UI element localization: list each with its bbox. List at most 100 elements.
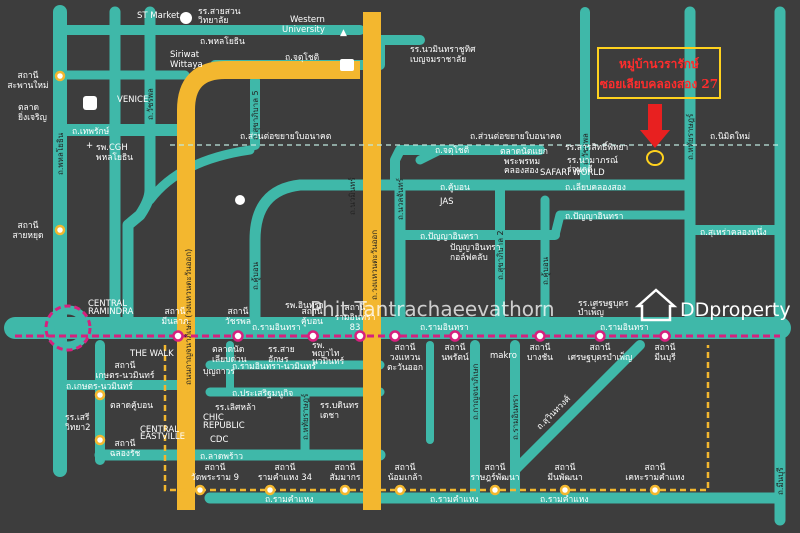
station-label-kaset-nawamin: สถานีเกษตร-นวมินทร์ xyxy=(96,360,155,381)
road-label-sukhaphiban5: ถ.สุขาภิบาล 5 xyxy=(251,90,260,140)
station-dot-ku-bon[interactable] xyxy=(307,330,319,342)
station-dot-wongwaen[interactable] xyxy=(389,330,401,342)
place-rr-saisuan: รร.สายสวนวิทยาลัย xyxy=(198,7,241,26)
station-dot-min-lap[interactable] xyxy=(172,330,184,342)
station-dot-bang-chan[interactable] xyxy=(534,330,546,342)
place-makro: makro xyxy=(490,351,517,361)
station-dot-sai-yud[interactable] xyxy=(54,224,66,236)
watermark: Phit Tantrachaeevathorn xyxy=(310,297,555,321)
road-label-chatuchot-r: ถ.จตุโชติ xyxy=(435,145,469,156)
road-label-kaset-nawamin: ถ.เกษตร-นวมินทร์ xyxy=(66,381,133,392)
road-label-tepharak: ถ.เทพรักษ์ xyxy=(72,126,110,137)
station-dot-sammakorn[interactable] xyxy=(339,484,351,496)
callout-box xyxy=(597,47,721,99)
callout-line1: หมู่บ้านวรารักษ์ xyxy=(619,57,699,72)
road-label-khubon2: ถ.คู้บอน xyxy=(541,256,551,285)
station-dot-rat-phatthana[interactable] xyxy=(489,484,501,496)
station-label-rat-phatthana: สถานีราษฎร์พัฒนา xyxy=(470,462,519,483)
yellow-line-track xyxy=(163,345,710,492)
train-station-icon xyxy=(340,59,354,71)
place-phyathai: รพ.พญาไทนวมินทร์ xyxy=(312,341,345,367)
place-market-ying: ตลาดยิ่งเจริญ xyxy=(18,103,47,123)
road-label-nuan-chan: ถ.นวลจันทร์ xyxy=(395,177,405,220)
station-label-nopparat: สถานีนพรัตน์ xyxy=(441,342,468,363)
station-label-min-buri: สถานีมีนบุรี xyxy=(654,342,676,363)
shop-icon xyxy=(180,12,192,24)
place-panya-golf: ปัญญาอินทรากอล์ฟคลับ xyxy=(450,243,501,263)
brand-logo: DDproperty xyxy=(634,288,791,322)
place-talad-kuay: ตลาดคู้บอน xyxy=(110,400,153,411)
station-label-noi-nek: สถานีน้อมเกล้า xyxy=(388,462,423,483)
station-dot-ramindra83[interactable] xyxy=(354,330,366,342)
station-dot-kaset-nawamin[interactable] xyxy=(94,389,106,401)
expressway-kanchana-left xyxy=(177,61,360,510)
project-callout[interactable]: หมู่บ้านวรารักษ์ ซอยเลียบคลองสอง 27 xyxy=(597,47,721,166)
road-liap-klong-song xyxy=(390,145,545,190)
road-label-extension-2: ถ.ส่วนต่อขยายใบอนาคต xyxy=(470,131,561,142)
pink-line-loop xyxy=(44,304,92,352)
station-label-wongwaen: สถานีวงแหวนตะวันออก xyxy=(387,342,423,373)
place-thanapark: ตลาดนัดแยก xyxy=(500,147,548,157)
road-label-suhard: ถ.สุเหร่าคลองหนึ่ง xyxy=(700,226,767,238)
road-label-chatuchot: ถ.จตุโชติ xyxy=(285,52,319,63)
station-dot-wat-phra-ram9[interactable] xyxy=(194,484,206,496)
road-label-hathairat: ถ.หทัยราษฎร์ xyxy=(685,113,695,160)
location-marker[interactable] xyxy=(646,150,664,166)
station-dot-min-phatthana[interactable] xyxy=(559,484,571,496)
station-dot-noi-nek[interactable] xyxy=(394,484,406,496)
road-label-v-305: ถ.หทัยราษฎร์ xyxy=(300,393,310,440)
station-dot-watcharaphon[interactable] xyxy=(232,330,244,342)
place-rr-lerkhlak: รร.เลิศหล้า xyxy=(215,402,256,413)
road-label-kanchanaphisek: ถนนกาญจนาภิเษก (วงแหวนตะวันออก) xyxy=(184,249,193,385)
school-icon: ▲ xyxy=(340,28,347,38)
station-dot-min-buri[interactable] xyxy=(659,330,671,342)
road-label-liap: ถ.เลียบคลองสอง xyxy=(565,182,626,193)
place-bumrung: บุญถาวร xyxy=(203,367,235,377)
station-dot-chalong-rat[interactable] xyxy=(94,434,106,446)
station-label-sai-yud: สถานีสายหยุด xyxy=(12,220,43,241)
place-inthra-hosp: รพ.อินทรา xyxy=(285,301,324,311)
place-venice: VENICE xyxy=(117,95,148,105)
station-dot-ramkhamhaeng34[interactable] xyxy=(264,484,276,496)
place-nawamin-school: รร.นามาภรณ์ร่วมฤดี xyxy=(567,155,618,175)
road-label-ramindra-b: ถ.รามอินทรา xyxy=(420,323,469,333)
road-label-ramindra-c: ถ.รามอินทรา xyxy=(600,323,649,333)
road-label-ramkhamhaeng-c: ถ.รามคำแหง xyxy=(540,495,588,505)
station-label-ku-bon: สถานีคู้บอน xyxy=(301,306,323,327)
station-label-wat-phra-ram9: สถานีวัดพระราม 9 xyxy=(191,462,239,483)
road-label-v-515: ถ.รามอินทรา xyxy=(511,394,520,440)
station-label-bang-chan: สถานีบางชัน xyxy=(527,342,553,363)
pink-line xyxy=(15,304,780,352)
station-dot-setthabut[interactable] xyxy=(594,330,606,342)
station-dot-saphan-mai[interactable] xyxy=(54,70,66,82)
road-label-panya: ถ.ปัญญาอินทรา xyxy=(565,212,623,222)
road-label-ramindra-nawamin: ถ.รามอินทรา-นวมินทร์ xyxy=(232,361,316,372)
brand-house-icon xyxy=(634,288,678,322)
road-label-panya2: ถ.ปัญญาอินทรา xyxy=(420,232,478,242)
road-label-ku-bon-v: ถ.คู้บอน xyxy=(251,261,261,290)
station-dot-kheha[interactable] xyxy=(649,484,661,496)
hospital-icon: + xyxy=(86,141,93,151)
place-market-lieb: ตลาดนัดเลียบด่วน xyxy=(212,345,247,365)
roundabout xyxy=(45,305,91,351)
road-label-sukhaphiban2: ถ.สุขาภิบาล 2 xyxy=(496,230,505,280)
road-label-extension: ถ.ส่วนต่อขยายใบอนาคต xyxy=(240,131,331,142)
road-label-nawamin: ถ.นวมินทร์ xyxy=(347,177,357,215)
road-label-min-buri: ถ.มีนบุรี xyxy=(776,467,785,495)
place-safari: SAFARI WORLD xyxy=(540,168,605,178)
road-v-440 xyxy=(415,145,445,165)
place-cdc: CDC xyxy=(210,435,228,445)
place-st-market: ST Market xyxy=(137,11,180,21)
road-label-ramkhamhaeng-b: ถ.รามคำแหง xyxy=(430,495,478,505)
place-phraphon: พระพรหมคลองสอง xyxy=(504,157,540,176)
road-left-curve xyxy=(145,145,255,205)
location-arrow-icon xyxy=(640,104,670,148)
station-dot-nopparat[interactable] xyxy=(449,330,461,342)
brand-name: DDproperty xyxy=(680,299,791,321)
mall-icon xyxy=(83,96,97,110)
